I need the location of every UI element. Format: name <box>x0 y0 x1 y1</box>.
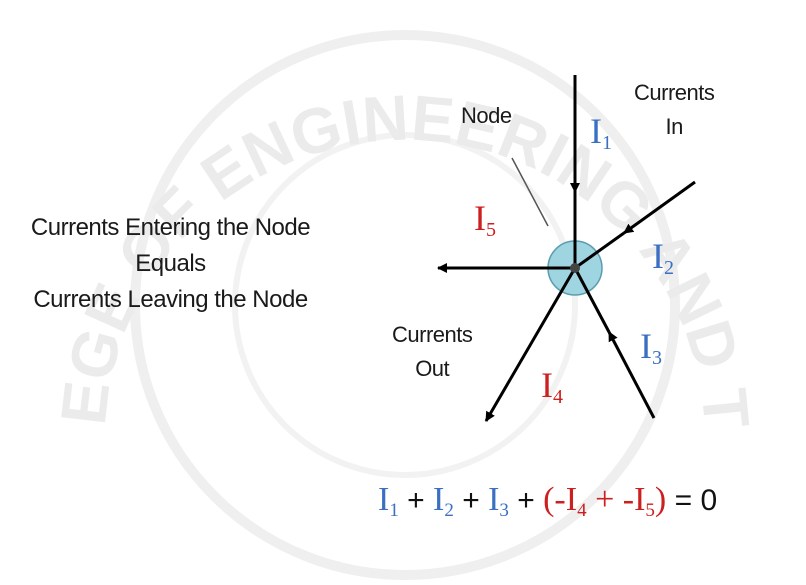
eq-equals-zero: = 0 <box>666 484 718 517</box>
eq-i2: I2 <box>433 481 454 521</box>
wire-i2-tail <box>574 231 625 270</box>
kcl-rule: Currents Entering the Node Equals Curren… <box>8 210 333 318</box>
currents-in-line-1: Currents <box>634 80 715 105</box>
wire-i3-tail <box>573 267 611 333</box>
currents-out-line-1: Currents <box>392 322 473 347</box>
node-pointer <box>511 157 549 227</box>
kcl-rule-line-1: Currents Entering the Node <box>30 214 311 241</box>
eq-i3: I3 <box>488 481 509 521</box>
current-label-i3: I3 <box>640 326 662 369</box>
eq-plus-3: + <box>508 484 544 517</box>
kcl-rule-line-3: Currents Leaving the Node <box>33 286 308 313</box>
currents-out-label: Currents Out <box>392 318 473 386</box>
wire-i4 <box>484 267 577 422</box>
node-dot <box>570 263 580 273</box>
kcl-rule-line-2: Equals <box>135 250 206 277</box>
wire-i2 <box>623 180 696 235</box>
node-label: Node <box>461 103 512 128</box>
current-label-i5: I5 <box>474 198 496 241</box>
eq-i1: I1 <box>378 481 399 521</box>
current-label-i2: I2 <box>652 236 674 279</box>
currents-in-label: Currents In <box>634 76 715 144</box>
eq-neg-group: (-I4 + -I5) <box>543 481 667 521</box>
kcl-equation: I1 + I2 + I3 + (-I4 + -I5) = 0 <box>378 481 718 521</box>
eq-plus-2: + <box>453 484 489 517</box>
eq-plus-1: + <box>398 484 434 517</box>
current-label-i1: I1 <box>590 111 612 154</box>
current-label-i4: I4 <box>541 365 563 408</box>
currents-in-line-2: In <box>665 114 684 140</box>
wire-i3 <box>607 331 656 419</box>
currents-out-line-2: Out <box>415 356 450 382</box>
